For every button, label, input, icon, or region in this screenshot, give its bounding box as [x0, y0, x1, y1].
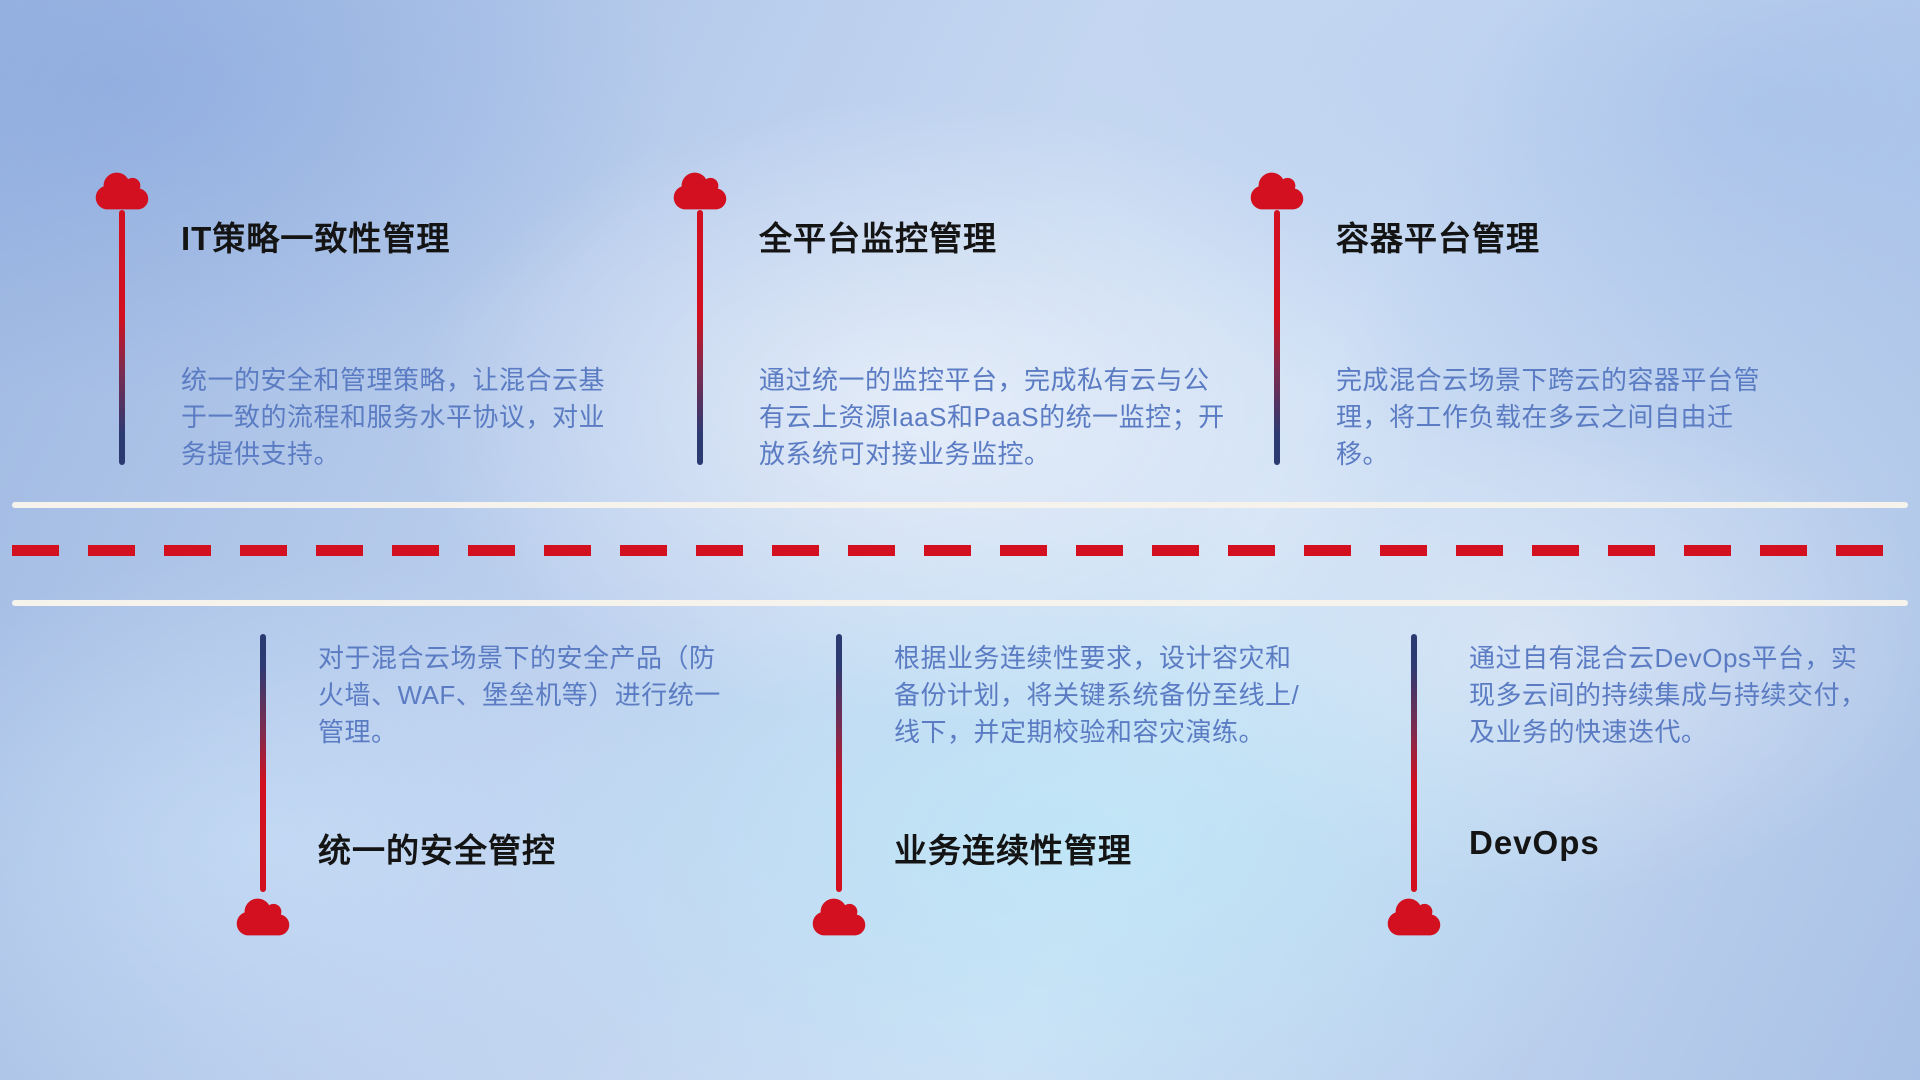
cloud-icon	[671, 170, 729, 212]
cloud-icon	[810, 896, 868, 938]
item-title: 统一的安全管控	[318, 832, 556, 869]
item-title: IT策略一致性管理	[181, 220, 451, 257]
item-description: 通过统一的监控平台，完成私有云与公有云上资源IaaS和PaaS的统一监控；开放系…	[759, 365, 1225, 469]
cloud-icon	[93, 170, 151, 212]
item-description: 对于混合云场景下的安全产品（防火墙、WAF、堡垒机等）进行统一管理。	[318, 643, 721, 747]
item-description: 根据业务连续性要求，设计容灾和备份计划，将关键系统备份至线上/线下，并定期校验和…	[894, 643, 1300, 747]
timeline-stem	[697, 210, 703, 465]
timeline-stem	[1411, 634, 1417, 892]
timeline-stem	[1274, 210, 1280, 465]
timeline-stem	[260, 634, 266, 892]
timeline-stem	[836, 634, 842, 892]
item-title: 业务连续性管理	[894, 832, 1132, 869]
timeline-stem	[119, 210, 125, 465]
cloud-icon	[234, 896, 292, 938]
road-bottom-line	[12, 600, 1908, 606]
road-dashed-centerline	[12, 545, 1908, 556]
item-title: 容器平台管理	[1336, 220, 1540, 257]
item-description: 完成混合云场景下跨云的容器平台管理，将工作负载在多云之间自由迁移。	[1336, 365, 1761, 469]
item-title: DevOps	[1469, 824, 1600, 861]
item-description: 通过自有混合云DevOps平台，实现多云间的持续集成与持续交付，及业务的快速迭代…	[1469, 643, 1867, 747]
cloud-icon	[1385, 896, 1443, 938]
item-description: 统一的安全和管理策略，让混合云基于一致的流程和服务水平协议，对业务提供支持。	[181, 365, 606, 469]
cloud-icon	[1248, 170, 1306, 212]
road-top-line	[12, 502, 1908, 508]
item-title: 全平台监控管理	[759, 220, 997, 257]
